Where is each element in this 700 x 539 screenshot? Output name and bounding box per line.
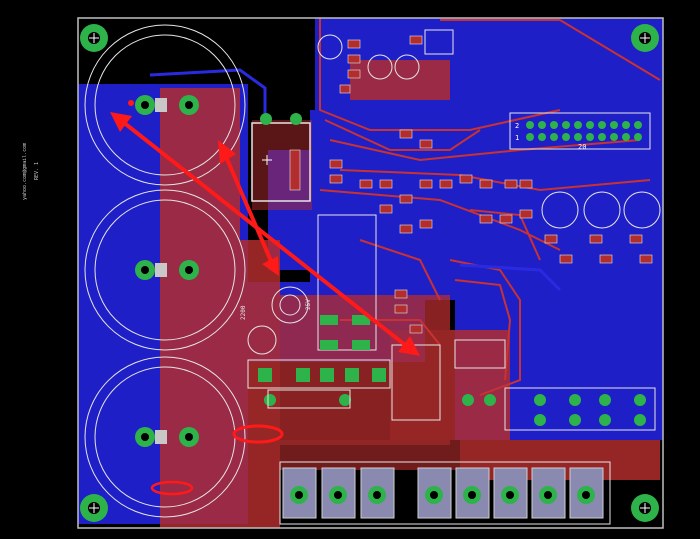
smd-inductor-outline [454,339,506,369]
mosfet-outline [391,344,441,421]
mounting-hole-icon [80,24,659,522]
vertical-silkscreen-text-2: REV. 1 [34,120,42,180]
relay-outline [504,387,656,431]
arrow-icon [110,112,420,356]
pin-header-connector[interactable]: 2 1 20 [509,112,651,151]
vertical-text-line-1: yahoo.com@gmail.com [22,142,28,200]
small-caps [247,34,661,355]
header-pin-2-label: 2 [515,122,519,130]
trace-layer [319,18,661,396]
board-outline [77,17,664,529]
cap-value-label-2: 25V [305,299,312,310]
capacitor-left-column [84,24,246,518]
cap-value-label-1: 2200 [240,305,247,320]
capacitor-icon [251,113,311,202]
ellipse-marker-icon [150,424,284,496]
film-cap-outline [267,389,351,409]
vertical-silkscreen-text: yahoo.com@gmail.com [22,110,34,200]
smd-components [289,35,653,334]
regulator-outline [424,29,454,55]
capacitor-pads [135,95,199,447]
terminal-block-row[interactable] [279,461,611,525]
header-pin-20-label: 20 [578,143,586,151]
marker-dot [128,100,134,106]
ic-package [317,214,377,351]
vertical-text-line-2: REV. 1 [34,161,40,180]
resistor-outline [247,359,391,389]
power-pads [258,368,646,426]
blue-trace-layer [149,68,562,292]
header-pin-1-label: 1 [515,134,519,142]
